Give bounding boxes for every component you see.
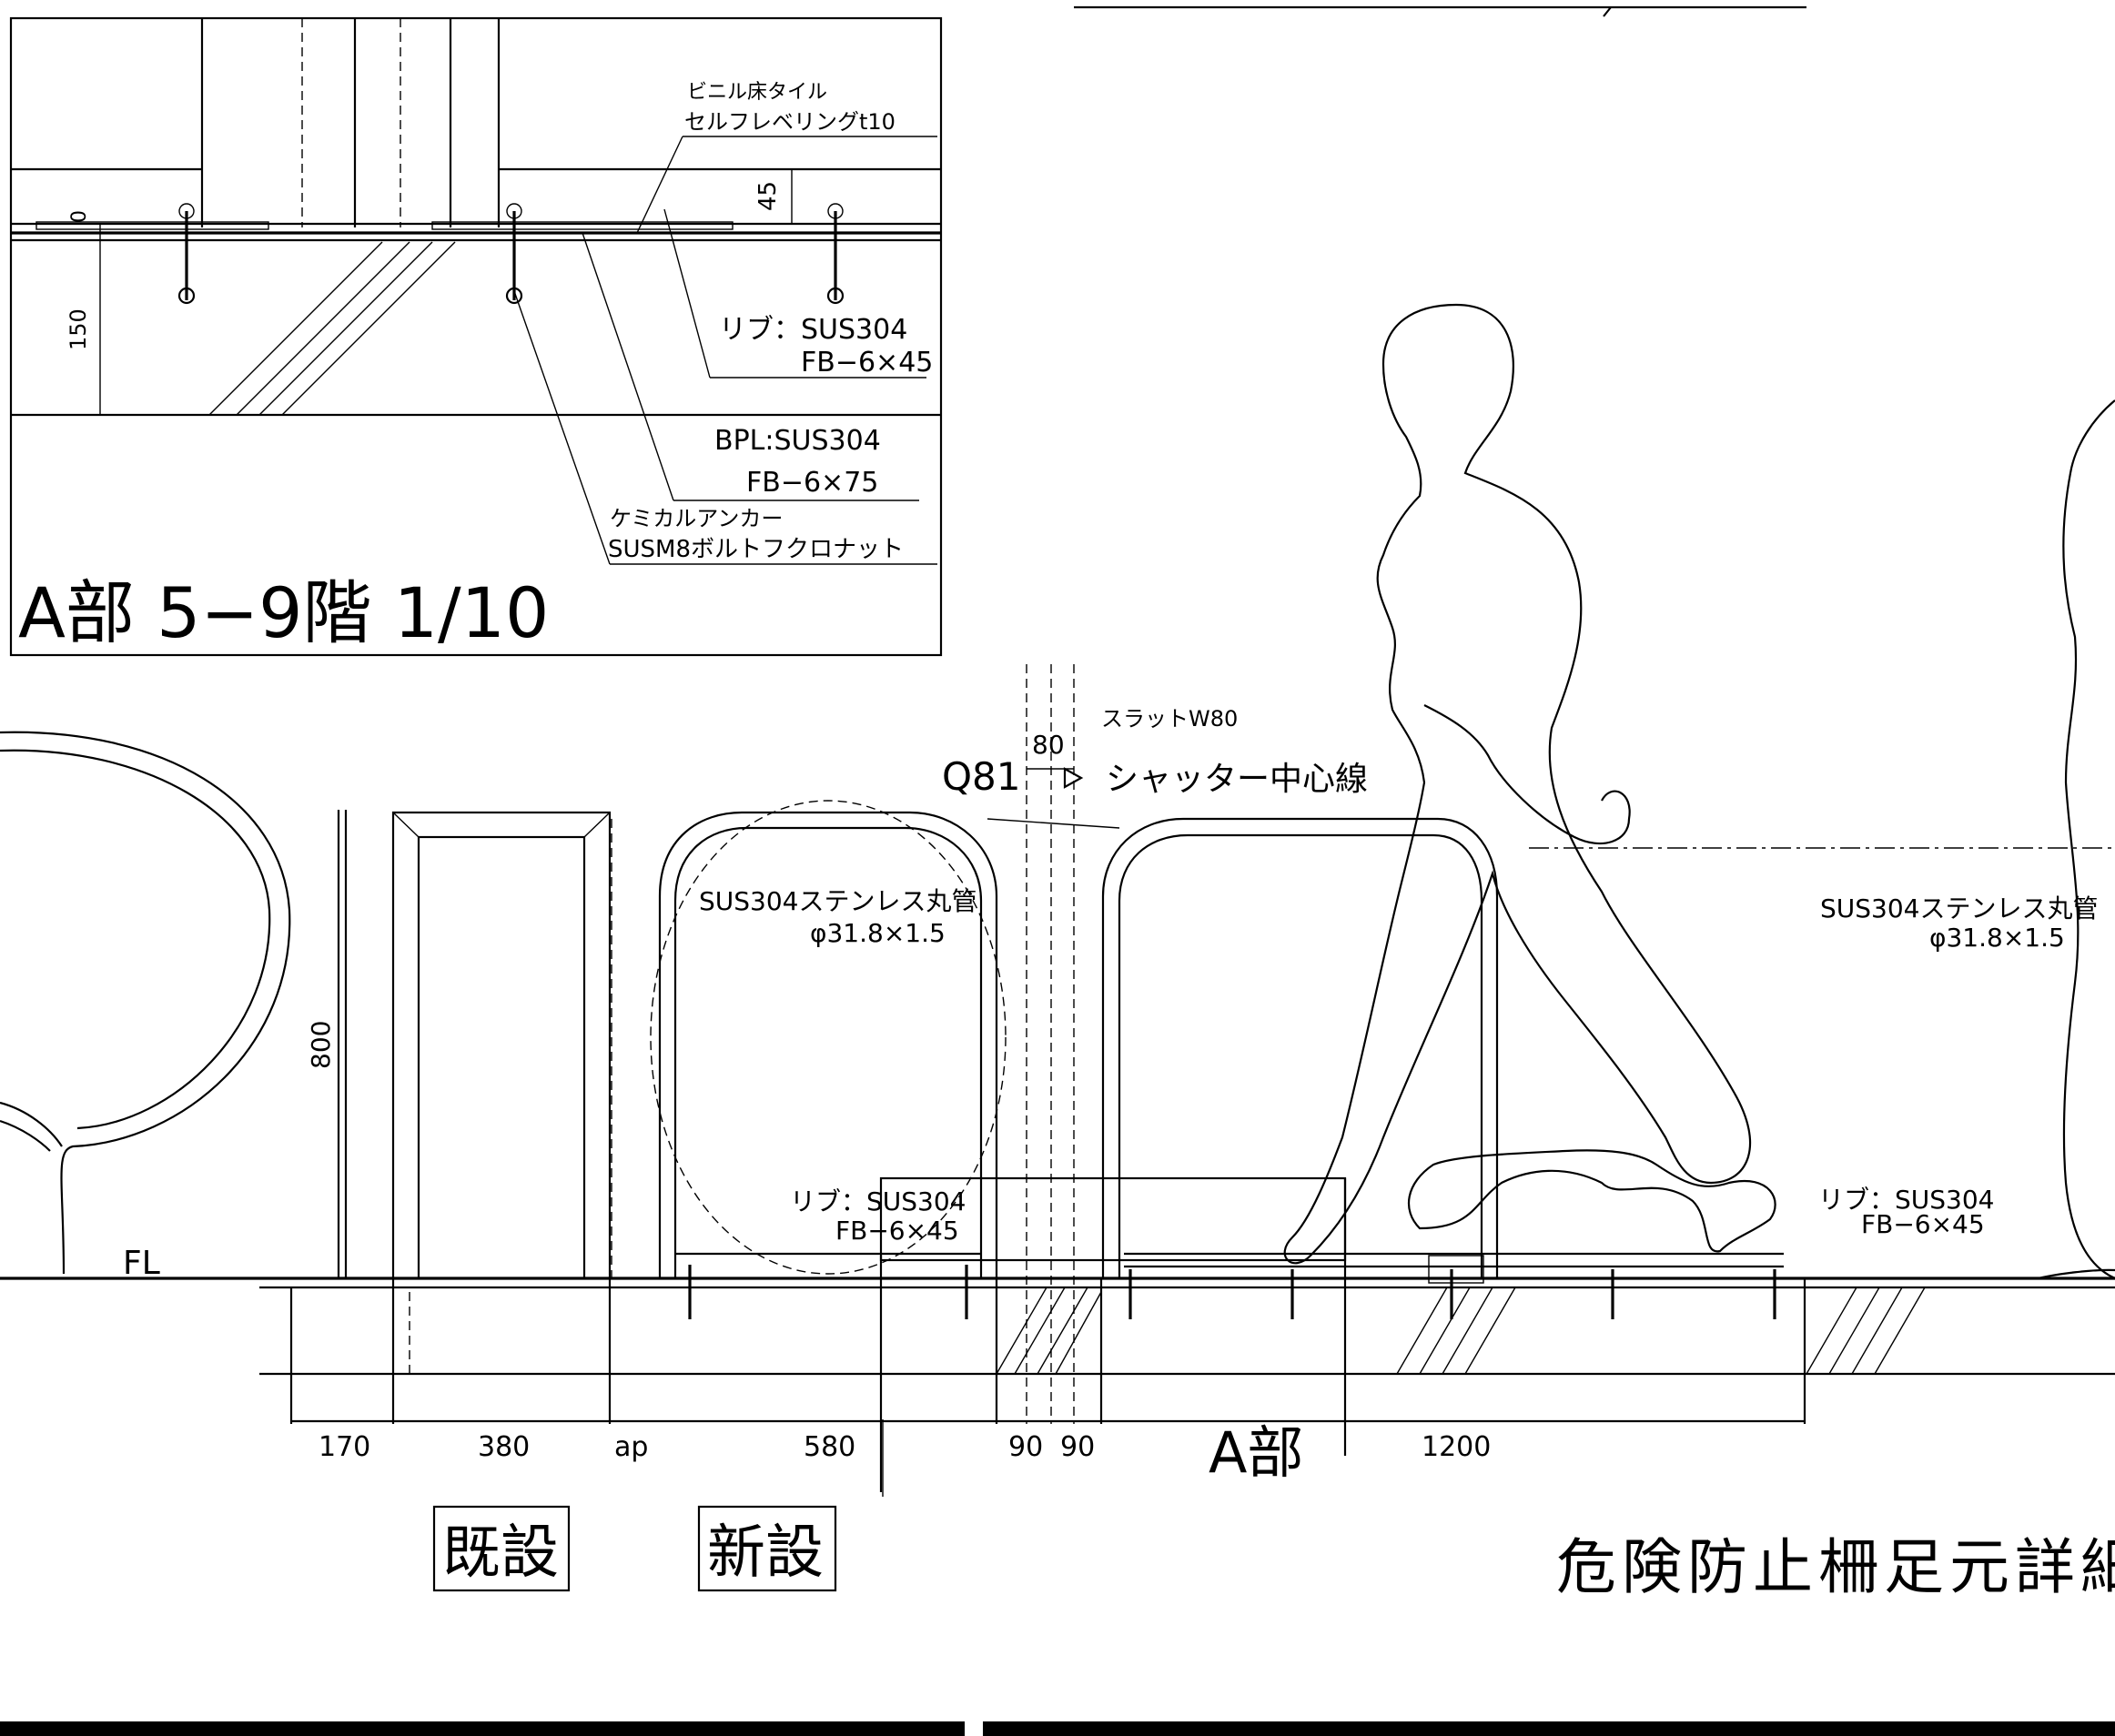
slab-hatch-right xyxy=(1396,1287,1926,1375)
dim-580: 580 xyxy=(804,1431,855,1463)
bottom-dimension-line xyxy=(291,1419,1805,1497)
dim-90-b: 90 xyxy=(1060,1431,1095,1463)
pipe-right-label-1: SUS304ステンレス丸管 xyxy=(1820,893,2099,924)
detail-note-self-leveling: セルフレベリングt10 xyxy=(684,109,896,135)
bottom-border xyxy=(0,1721,2115,1736)
legend-new-label: 新設 xyxy=(707,1519,824,1587)
existing-curved-wall xyxy=(0,731,291,1275)
dim-90-a: 90 xyxy=(1008,1431,1043,1463)
pipe-left-label-1: SUS304ステンレス丸管 xyxy=(699,886,977,916)
detail-slab-hatch xyxy=(208,241,456,416)
detail-a-box xyxy=(9,16,943,657)
detail-note-bpl-material: BPL:SUS304 xyxy=(714,425,881,457)
legend-new-box xyxy=(697,1505,837,1592)
detail-note-floor-tile: ビニル床タイル xyxy=(687,81,827,104)
shutter-centerline-label: シャッター中心線 xyxy=(1106,761,1368,798)
person-walking xyxy=(1283,303,1776,1265)
floor-line xyxy=(0,1277,2115,1376)
guard-pipe-right xyxy=(1101,817,1926,1424)
detail-note-anchor-spec: SUSM8ボルトフクロナット xyxy=(608,536,904,563)
rib-left-label-2: FB−6×45 xyxy=(835,1216,959,1246)
detail-dim-0: 0 xyxy=(68,210,91,223)
rib-right-label-2: FB−6×45 xyxy=(1861,1209,1985,1239)
detail-dim-150: 150 xyxy=(66,308,91,350)
top-title-underline xyxy=(1074,5,1806,17)
detail-note-rib-material: リブ：SUS304 xyxy=(719,314,907,346)
detail-note-bpl-size: FB−6×75 xyxy=(746,467,878,499)
detail-title: A部 5−9階 1/10 xyxy=(18,572,549,653)
rib-right-label-1: リブ：SUS304 xyxy=(1818,1185,1995,1215)
section-a-label: A部 xyxy=(1209,1419,1303,1486)
pipe-right-label-2: φ31.8×1.5 xyxy=(1929,923,2065,953)
detail-note-rib-size: FB−6×45 xyxy=(801,347,933,378)
shutter-slab-hatch xyxy=(996,1287,1102,1375)
guard-pipe-left xyxy=(650,800,1007,1319)
dim-q81: Q81 xyxy=(942,754,1021,799)
person-standing xyxy=(2038,399,2115,1280)
dim-170: 170 xyxy=(319,1431,370,1463)
rib-left-label-1: リブ：SUS304 xyxy=(790,1186,966,1216)
shutter-center xyxy=(987,664,1120,1424)
existing-frame xyxy=(289,810,612,1424)
dim-80: 80 xyxy=(1032,730,1065,760)
rib-box xyxy=(879,1176,1347,1492)
detail-dim-45: 45 xyxy=(754,181,782,211)
slat-note: スラットW80 xyxy=(1101,706,1238,732)
pipe-left-label-2: φ31.8×1.5 xyxy=(810,918,946,948)
legend-existing-label: 既設 xyxy=(442,1519,559,1587)
legend-existing-box xyxy=(432,1505,571,1592)
dim-ap: ap xyxy=(614,1431,648,1463)
dim-1200: 1200 xyxy=(1422,1431,1491,1463)
height-800-label: 800 xyxy=(306,1021,336,1069)
dim-380: 380 xyxy=(478,1431,530,1463)
detail-note-anchor-type: ケミカルアンカー xyxy=(610,506,783,531)
detail-anchor-bolts xyxy=(177,203,845,305)
drawing-title: 危険防止柵足元詳細 xyxy=(1556,1532,2115,1602)
floor-level-label: FL xyxy=(123,1245,160,1282)
